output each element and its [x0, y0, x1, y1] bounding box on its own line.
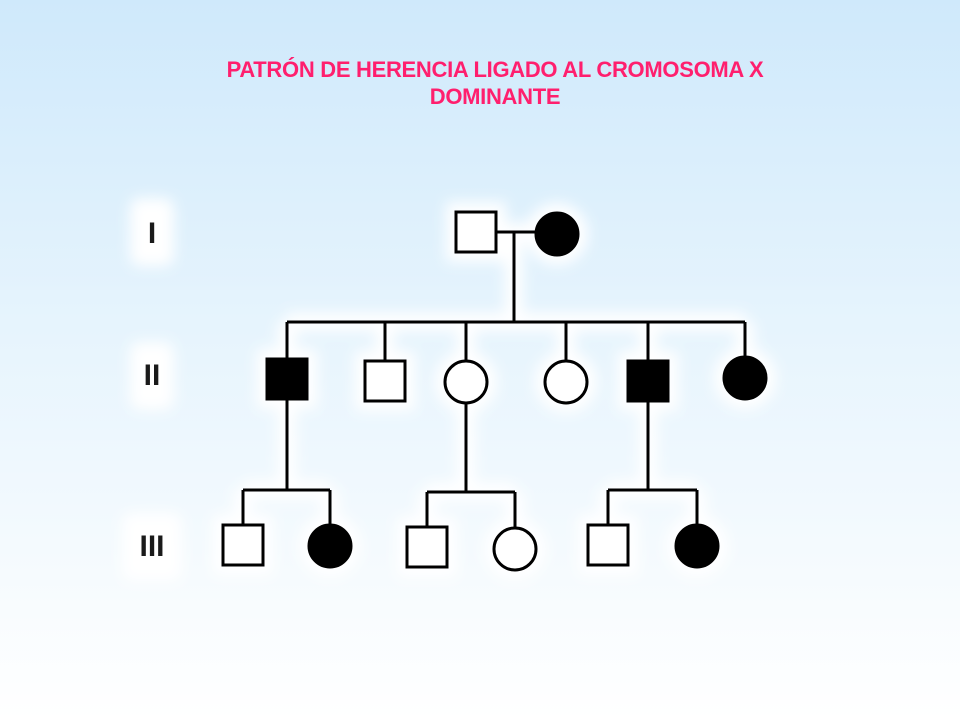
diagram-title: PATRÓN DE HERENCIA LIGADO AL CROMOSOMA X…	[0, 56, 960, 110]
affected-male-ii-5	[626, 359, 670, 403]
unaffected-female-iii-4	[492, 526, 538, 572]
generation-label-i: I	[148, 217, 156, 250]
generation-label-ii: II	[144, 359, 161, 392]
connector-lines	[241, 230, 747, 530]
title-line-1: PATRÓN DE HERENCIA LIGADO AL CROMOSOMA X	[226, 57, 764, 82]
halo-generation-label-2	[130, 342, 174, 410]
halo-generation-label-3	[122, 513, 182, 581]
individuals	[221, 210, 768, 572]
unaffected-male-ii-2	[363, 359, 407, 403]
unaffected-male-iii-3	[405, 525, 449, 569]
affected-female-i-2	[534, 211, 580, 257]
unaffected-male-iii-5	[586, 523, 630, 567]
title-line-2: DOMINANTE	[429, 84, 561, 109]
affected-female-ii-6	[722, 355, 768, 401]
affected-female-iii-2	[307, 523, 353, 569]
unaffected-male-iii-1	[221, 523, 265, 567]
affected-female-iii-6	[674, 523, 720, 569]
halo-generation-label-1	[130, 198, 174, 266]
unaffected-female-ii-3	[443, 359, 489, 405]
unaffected-male-i-1	[454, 210, 498, 254]
generation-label-iii: III	[139, 530, 164, 563]
affected-male-ii-1	[265, 357, 309, 401]
unaffected-female-ii-4	[543, 359, 589, 405]
